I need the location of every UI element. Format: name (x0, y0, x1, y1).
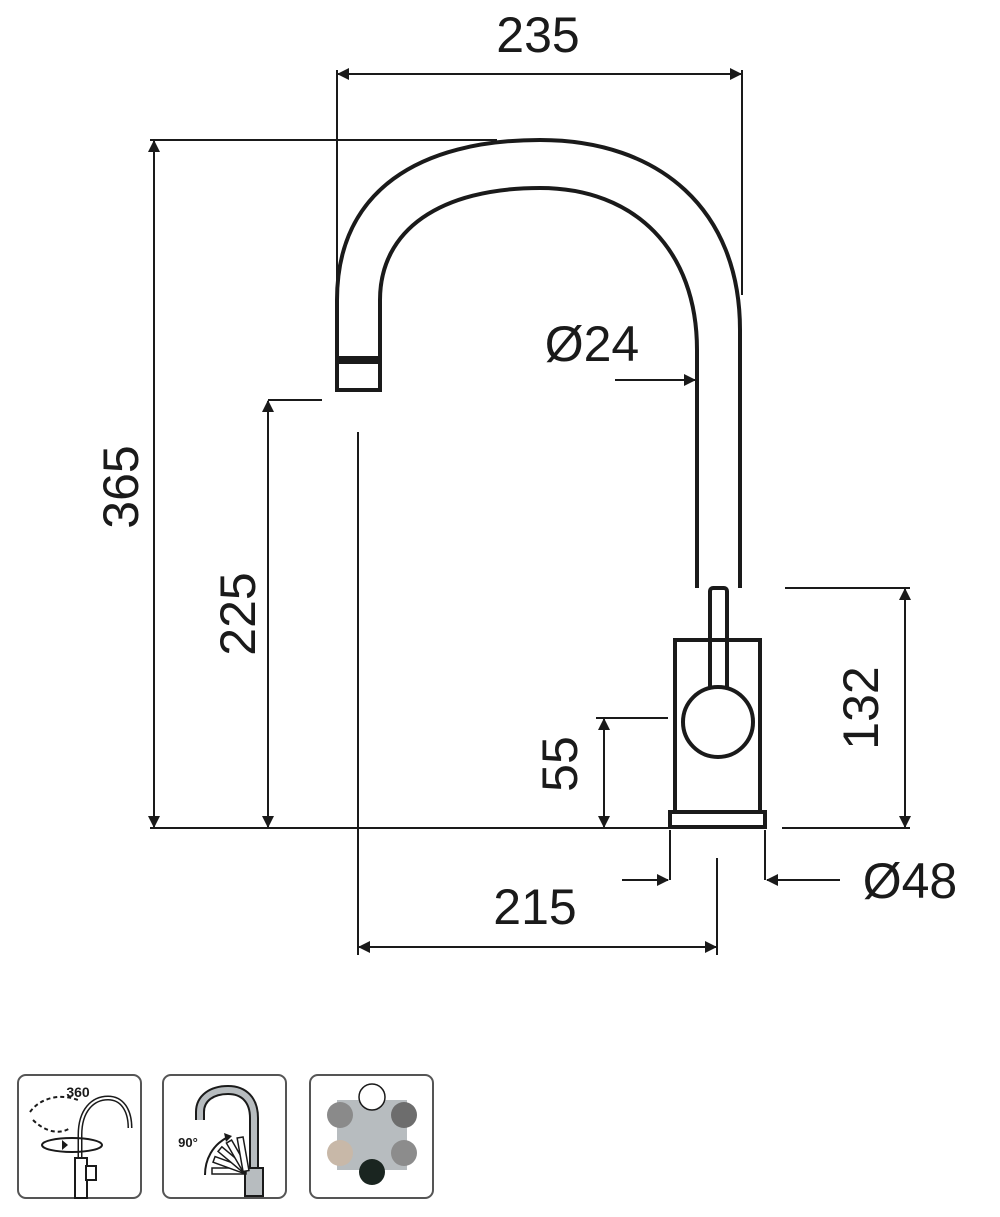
label-spout-reach: 235 (496, 7, 579, 63)
finish-swatch (358, 1083, 386, 1111)
spout-outer-curve (335, 137, 742, 588)
finish-swatch (391, 1102, 417, 1128)
rotation-360-icon: 360 (17, 1074, 142, 1199)
label-base-diameter: Ø48 (863, 853, 958, 909)
faucet-outline (335, 137, 767, 829)
label-base-to-spout: 215 (493, 879, 576, 935)
finish-swatch (359, 1159, 385, 1185)
finish-colors-icon (309, 1074, 434, 1199)
finish-swatch (327, 1102, 353, 1128)
rotation-label: 360 (66, 1084, 90, 1100)
label-spout-height: 225 (210, 572, 266, 655)
label-lever-height: 132 (833, 666, 889, 749)
dimension-lines (148, 68, 911, 955)
cartridge-circle (681, 685, 755, 759)
finish-swatch (391, 1140, 417, 1166)
spout-tip (335, 356, 382, 392)
dimension-labels: 235 365 225 55 132 Ø24 215 Ø48 (93, 7, 957, 935)
spout-inner-curve (378, 185, 699, 588)
finish-swatch (327, 1140, 353, 1166)
label-handle-height: 55 (532, 736, 588, 792)
lever-angle-label: 90° (178, 1135, 198, 1150)
label-spout-diameter: Ø24 (545, 316, 640, 372)
faucet-base (668, 810, 767, 829)
lever-90-icon: 90° (162, 1074, 287, 1199)
label-total-height: 365 (93, 445, 149, 528)
